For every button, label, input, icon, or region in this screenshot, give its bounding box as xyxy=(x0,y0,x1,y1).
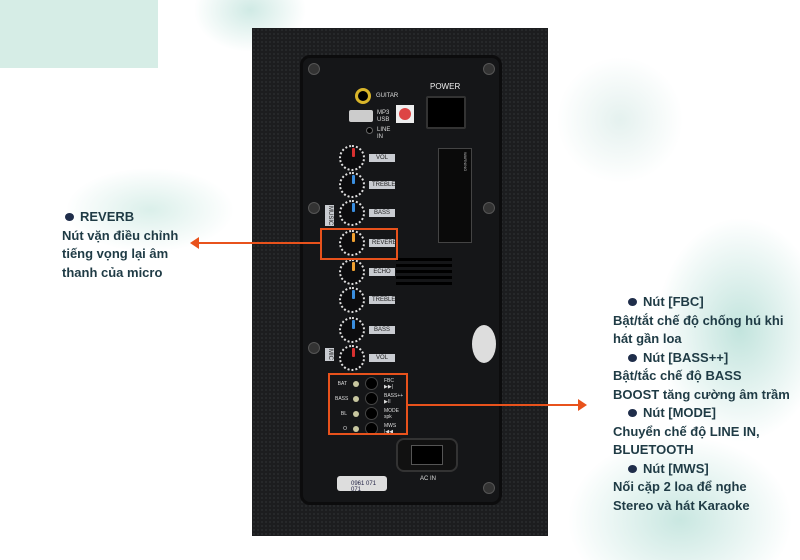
annotation-text: BLUETOOTH xyxy=(613,442,694,457)
knob-reverb[interactable] xyxy=(339,230,365,256)
annotation-title: Nút [FBC] xyxy=(643,294,704,309)
button-sublabel: ▶▶| xyxy=(384,383,393,390)
ac-in-socket[interactable] xyxy=(396,438,458,472)
knob-vol[interactable] xyxy=(339,145,365,171)
annotation-text: Bật/tắt chế độ chống hú khi xyxy=(613,312,784,328)
annotation-text: Bật/tắc chế độ BASS xyxy=(613,368,742,383)
bullet-icon xyxy=(628,353,637,362)
knob-label: VOL xyxy=(369,154,395,162)
arrow-left-icon xyxy=(190,237,199,249)
fbc-button[interactable] xyxy=(365,377,378,390)
button-row: BAT FBC▶▶| xyxy=(335,377,394,390)
led-indicator xyxy=(353,380,359,387)
screw-icon xyxy=(308,202,320,214)
power-label: POWER xyxy=(430,82,461,91)
annotation-text: tiếng vọng lại âm xyxy=(62,246,169,261)
arrow-line xyxy=(408,404,580,406)
annotation-text: Stereo và hát Karaoke xyxy=(613,497,750,513)
bullet-icon xyxy=(628,298,637,306)
bullet-icon xyxy=(628,409,637,417)
screw-icon xyxy=(483,202,495,214)
screw-icon xyxy=(483,63,495,75)
led-label: BAT xyxy=(337,380,347,387)
annotation-title: Nút [MODE] xyxy=(643,405,716,420)
knob-bass[interactable] xyxy=(339,317,365,343)
button-label: BASS++ xyxy=(384,392,404,399)
bullet-icon xyxy=(628,464,637,473)
bass++-button[interactable] xyxy=(365,392,378,405)
seal-sticker xyxy=(472,325,496,363)
led-label: O xyxy=(343,425,347,432)
annotation-text: Nối cặp 2 loa để nghe xyxy=(613,479,747,494)
guitar-jack[interactable] xyxy=(355,88,371,104)
button-sublabel: |◀◀ xyxy=(384,428,393,435)
line-in-jack[interactable] xyxy=(366,127,373,134)
button-label: MWS xyxy=(384,422,397,429)
info-label: WARNING xyxy=(438,148,472,243)
led-indicator xyxy=(353,395,359,402)
annotation-title: Nút [BASS++] xyxy=(643,349,729,365)
button-label: MODE xyxy=(384,407,399,414)
knob-treble[interactable] xyxy=(339,287,365,313)
knob-label: ECHO xyxy=(369,268,395,276)
knob-echo[interactable] xyxy=(339,259,365,285)
button-sublabel: spk xyxy=(384,413,392,420)
mp3-usb-label: MP3 USB xyxy=(377,110,390,123)
annotation-text: hát gần loa xyxy=(613,331,682,346)
annotation-text: Nút vặn điều chỉnh xyxy=(62,227,179,243)
arrow-line xyxy=(196,242,320,244)
knob-vol[interactable] xyxy=(339,345,365,371)
bullet-icon xyxy=(65,213,74,221)
knob-label: TREBLE xyxy=(369,181,395,189)
knob-label: BASS xyxy=(369,326,395,334)
screw-icon xyxy=(308,342,320,354)
reverb-highlight xyxy=(320,228,398,260)
button-sublabel: ▶II xyxy=(384,398,391,405)
ac-in-label: AC IN xyxy=(420,476,437,482)
arrow-right-icon xyxy=(578,399,587,411)
power-switch[interactable] xyxy=(426,96,466,129)
knob-label: BASS xyxy=(369,209,395,217)
reverb-annotation: REVERB Nút vặn điều chỉnh tiếng vọng lại… xyxy=(62,208,178,282)
led-indicator xyxy=(353,410,359,417)
warning-sticker xyxy=(396,105,414,123)
knob-label: VOL xyxy=(369,354,395,362)
buttons-highlight xyxy=(328,373,408,435)
mic-label: MIC xyxy=(325,348,334,361)
annotation-text: Chuyển chế độ LINE IN, xyxy=(613,423,760,439)
line-in-label: LINE IN xyxy=(377,127,391,140)
vent-grille xyxy=(396,258,452,286)
buttons-annotation: Nút [FBC] Bật/tắt chế độ chống hú khi hát … xyxy=(613,293,790,515)
knob-label: TREBLE xyxy=(369,296,395,304)
led-label: BL xyxy=(340,410,347,417)
screw-icon xyxy=(308,63,320,75)
mode-button[interactable] xyxy=(365,407,378,420)
button-label: FBC xyxy=(384,377,394,384)
control-panel xyxy=(300,55,502,505)
led-label: BASS xyxy=(335,395,349,402)
knob-label: REVERB xyxy=(369,239,397,247)
annotation-text: BOOST tăng cường âm trầm xyxy=(613,386,790,402)
annotation-text: thanh của micro xyxy=(62,264,163,280)
annotation-title: REVERB xyxy=(80,209,135,224)
usb-port[interactable] xyxy=(349,110,373,122)
decorative-block xyxy=(0,0,158,68)
button-row: BASS BASS++▶II xyxy=(335,392,403,405)
guitar-label: GUITAR xyxy=(376,93,399,99)
knob-treble[interactable] xyxy=(339,172,365,198)
annotation-title: Nút [MWS] xyxy=(643,460,709,476)
screw-icon xyxy=(483,482,495,494)
hotline-label: 0961 071 071 xyxy=(337,476,387,493)
music-label: MUSIC xyxy=(325,205,334,227)
led-indicator xyxy=(353,425,359,432)
knob-bass[interactable] xyxy=(339,200,365,226)
